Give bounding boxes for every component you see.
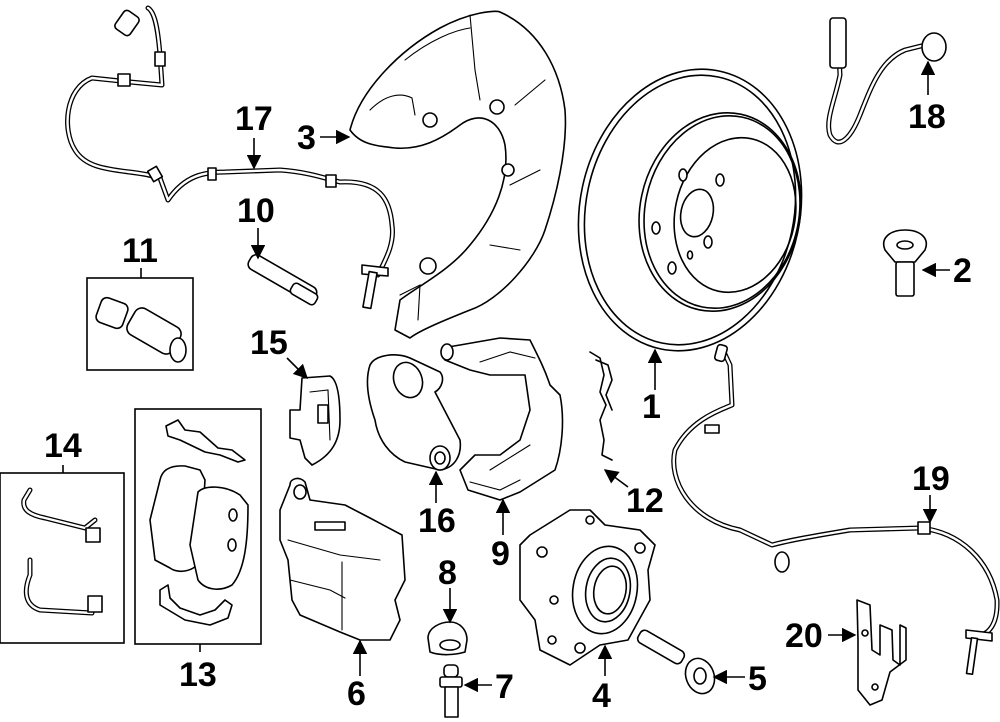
wheel-hub-bearing[interactable] (519, 509, 656, 666)
callout-1[interactable]: 1 (642, 388, 661, 426)
callout-17[interactable]: 17 (235, 100, 273, 138)
callout-7[interactable]: 7 (495, 668, 514, 706)
bleeder-cap[interactable] (427, 621, 468, 656)
callout-14[interactable]: 14 (44, 427, 82, 465)
leader-15 (286, 357, 309, 380)
callout-11[interactable]: 11 (122, 232, 158, 270)
guide-pin[interactable] (246, 253, 319, 307)
anti-rattle-clip[interactable] (589, 351, 613, 461)
callout-20[interactable]: 20 (785, 617, 823, 655)
callout-12[interactable]: 12 (626, 482, 664, 520)
leader-12 (603, 469, 629, 488)
abs-sensor-cable-upper[interactable] (65, 5, 396, 310)
callout-labels: 1 2 3 4 5 6 7 8 9 10 11 12 13 14 15 16 1… (44, 98, 972, 715)
group-box-11 (86, 277, 194, 371)
guide-pin-boot-kit[interactable] (86, 268, 194, 371)
caliper-support[interactable] (440, 337, 564, 501)
callout-8[interactable]: 8 (438, 554, 457, 592)
group-box-14 (0, 472, 125, 644)
wear-sensor-kit[interactable] (0, 465, 125, 644)
cable-bracket[interactable] (856, 599, 907, 706)
callout-10[interactable]: 10 (237, 192, 275, 230)
callout-9[interactable]: 9 (491, 535, 510, 573)
caliper-bracket-cover[interactable] (289, 375, 341, 466)
callout-16[interactable]: 16 (418, 502, 456, 540)
callout-leaders (246, 60, 950, 693)
group-box-13 (134, 408, 262, 645)
splash-shield[interactable] (349, 10, 567, 339)
caliper[interactable] (279, 477, 406, 641)
callout-4[interactable]: 4 (592, 677, 611, 715)
callout-18[interactable]: 18 (908, 98, 946, 136)
callout-15[interactable]: 15 (250, 324, 288, 362)
hub-bolt[interactable] (636, 628, 719, 697)
abs-sensor-cable-lower[interactable] (671, 343, 1000, 676)
callout-19[interactable]: 19 (912, 460, 950, 498)
rotor-bolt[interactable] (883, 229, 927, 297)
callout-5[interactable]: 5 (748, 660, 767, 698)
pad-wear-sensor[interactable] (826, 17, 947, 145)
bleeder-screw[interactable] (439, 664, 463, 718)
parking-brake-motor[interactable] (366, 354, 462, 471)
callout-3[interactable]: 3 (297, 119, 316, 157)
callout-2[interactable]: 2 (953, 252, 972, 290)
callout-6[interactable]: 6 (347, 675, 366, 713)
brake-pad-set[interactable] (134, 408, 262, 652)
callout-13[interactable]: 13 (179, 656, 217, 694)
brake-rotor[interactable] (553, 48, 827, 372)
